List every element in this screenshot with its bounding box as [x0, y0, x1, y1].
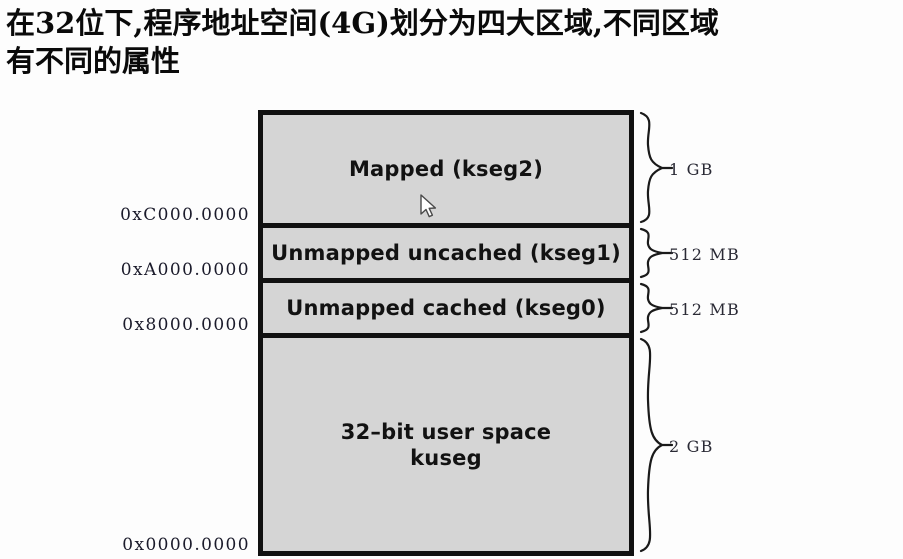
segment-divider-2: [263, 278, 629, 283]
memory-segment-kseg0[interactable]: Unmapped cached (kseg0): [263, 283, 629, 333]
brace-2gb: [639, 337, 665, 553]
page-title: 在32位下,程序地址空间(4G)划分为四大区域,不同区域 有不同的属性: [6, 4, 896, 80]
memory-segment-kuseg[interactable]: 32–bit user space kuseg: [263, 338, 629, 551]
brace-1gb: [639, 111, 665, 224]
size-label-kseg2: 1 GB: [669, 160, 714, 179]
brace-512mb-kseg1: [639, 227, 663, 279]
memory-segment-kseg2-label: Mapped (kseg2): [348, 157, 544, 181]
page-title-line-2: 有不同的属性: [6, 44, 181, 78]
address-label-kseg2-base: 0xC000.0000: [120, 205, 250, 225]
size-label-kuseg: 2 GB: [669, 437, 714, 456]
size-label-kseg0: 512 MB: [669, 300, 740, 319]
memory-segment-kuseg-label: 32–bit user space: [340, 419, 552, 444]
address-label-kseg1-base: 0xA000.0000: [120, 260, 250, 280]
memory-segment-kseg0-label: Unmapped cached (kseg0): [286, 296, 606, 320]
memory-segment-kseg2[interactable]: Mapped (kseg2): [263, 115, 629, 223]
memory-map-box: Mapped (kseg2) Unmapped uncached (kseg1)…: [258, 110, 634, 556]
mouse-cursor-arrow-icon: [420, 194, 437, 218]
memory-segment-kseg1[interactable]: Unmapped uncached (kseg1): [263, 228, 629, 278]
page-title-line-1: 在32位下,程序地址空间(4G)划分为四大区域,不同区域: [6, 6, 719, 40]
brace-512mb-kseg0: [639, 282, 663, 334]
memory-segment-kuseg-label-2: kuseg: [410, 445, 482, 470]
size-label-kseg1: 512 MB: [669, 245, 740, 264]
address-label-kuseg-base: 0x0000.0000: [122, 535, 250, 555]
memory-segment-kseg1-label: Unmapped uncached (kseg1): [271, 241, 621, 265]
address-label-kseg0-base: 0x8000.0000: [122, 315, 250, 335]
segment-divider-3: [263, 333, 629, 338]
segment-divider-1: [263, 223, 629, 228]
